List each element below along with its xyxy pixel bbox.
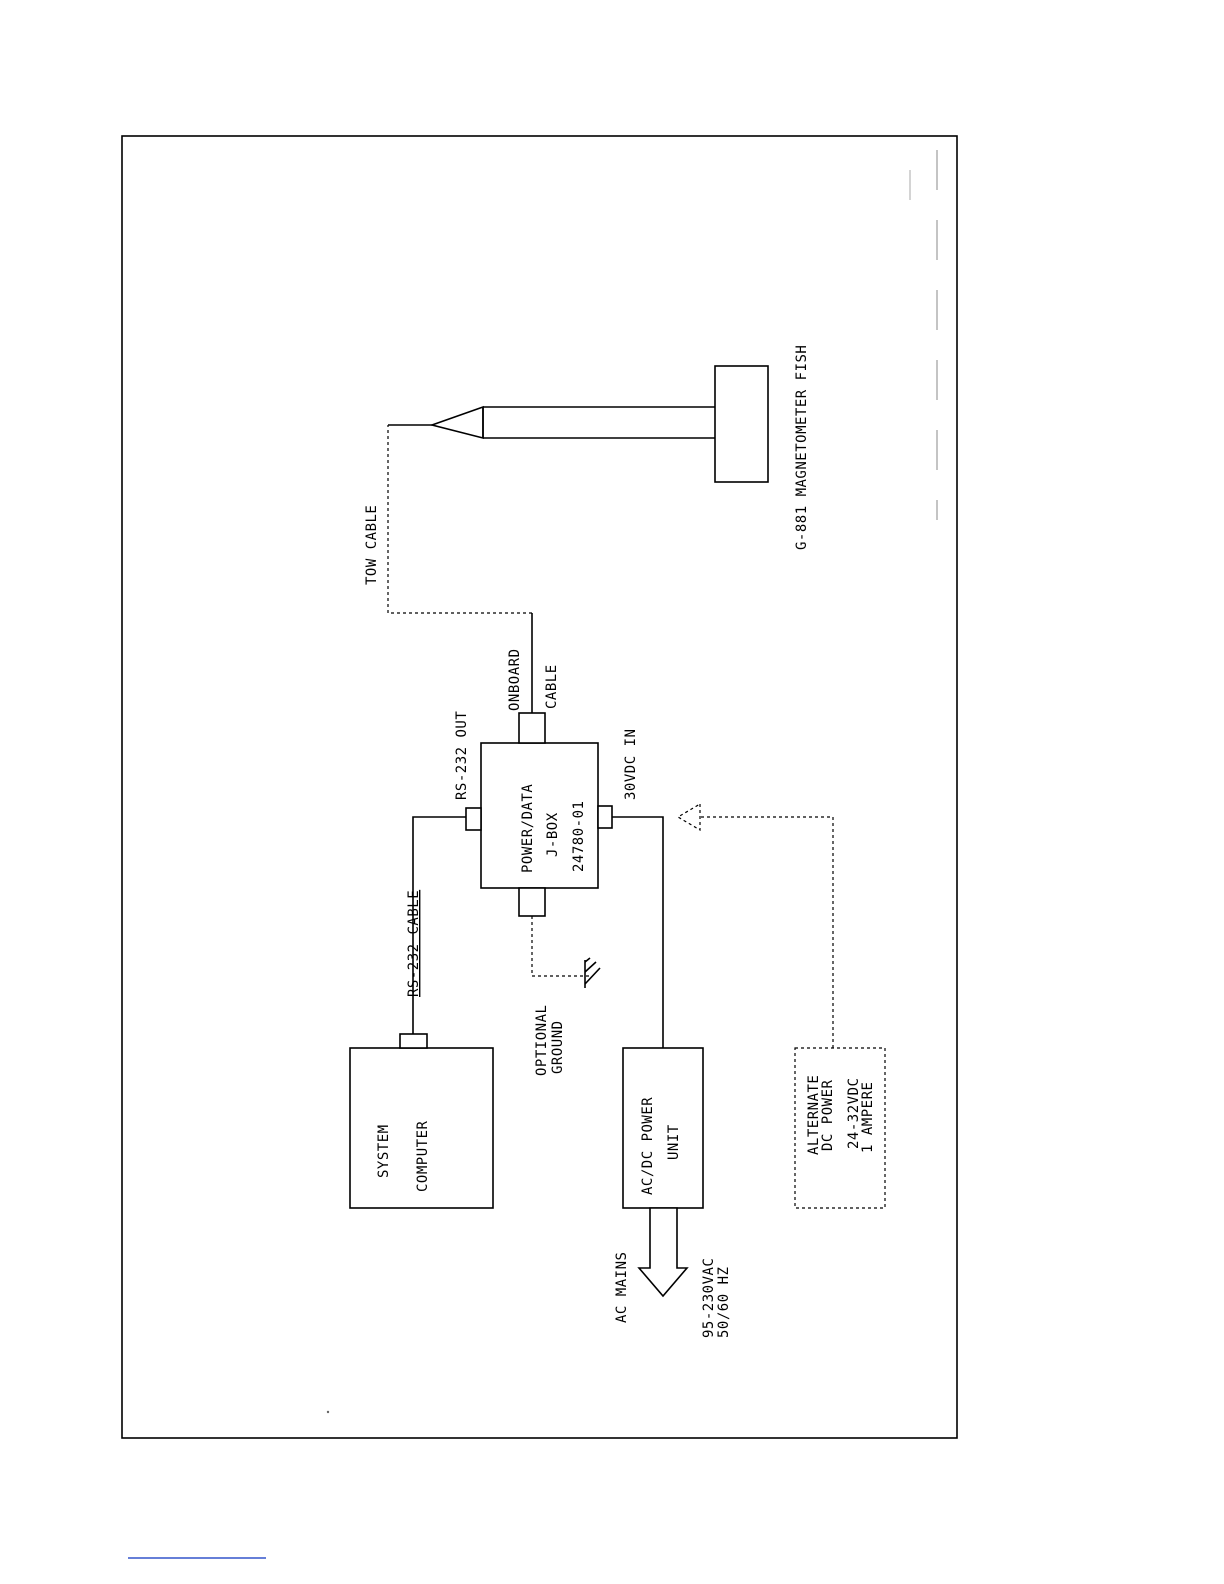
jbox-label-2: J-BOX	[545, 812, 561, 857]
alternate-power-arrow	[678, 804, 700, 830]
tow-cable-label: TOW CABLE	[364, 505, 380, 585]
fish-label: G-881 MAGNETOMETER FISH	[794, 345, 810, 550]
system-label: SYSTEM	[376, 1124, 392, 1178]
ground-line	[532, 916, 590, 976]
alt-label-4: 1 AMPERE	[860, 1082, 876, 1153]
rs232-cable-label: RS-232 CABLE	[406, 890, 422, 997]
optional-label: OPTIONAL	[534, 1005, 550, 1076]
dc-power-line	[612, 817, 663, 1048]
jbox-ground-connector	[519, 888, 545, 916]
tow-cable-line	[388, 425, 532, 613]
fish-taper	[432, 407, 483, 438]
onboard-label: ONBOARD	[507, 648, 523, 711]
acdc-label-2: UNIT	[666, 1124, 682, 1160]
jbox-label-3: 24780-01	[571, 801, 587, 872]
computer-connector	[400, 1034, 427, 1048]
alt-label-2: DC POWER	[820, 1079, 836, 1151]
ac-mains-label: AC MAINS	[614, 1252, 630, 1323]
computer-label: COMPUTER	[415, 1120, 431, 1192]
cable-label: CABLE	[544, 664, 560, 709]
acdc-label-1: AC/DC POWER	[640, 1097, 656, 1195]
magnetometer-fish	[715, 366, 768, 482]
ac-mains-arrow	[639, 1208, 687, 1296]
voltage-label-1: 95-230VAC	[701, 1258, 717, 1338]
jbox-onboard-connector	[519, 713, 545, 743]
vdc-in-label: 30VDC IN	[623, 729, 639, 800]
ground-symbol	[585, 958, 600, 988]
alternate-power-line	[700, 817, 833, 1048]
jbox-label-1: POWER/DATA	[520, 784, 536, 873]
rs232-out-label: RS-232 OUT	[454, 711, 470, 800]
ground-label: GROUND	[550, 1020, 566, 1074]
scan-dot	[327, 1411, 329, 1413]
voltage-label-2: 50/60 HZ	[716, 1267, 732, 1338]
jbox-rs232-connector	[466, 808, 481, 830]
acdc-power-unit	[623, 1048, 703, 1208]
jbox-power-connector	[598, 806, 612, 828]
